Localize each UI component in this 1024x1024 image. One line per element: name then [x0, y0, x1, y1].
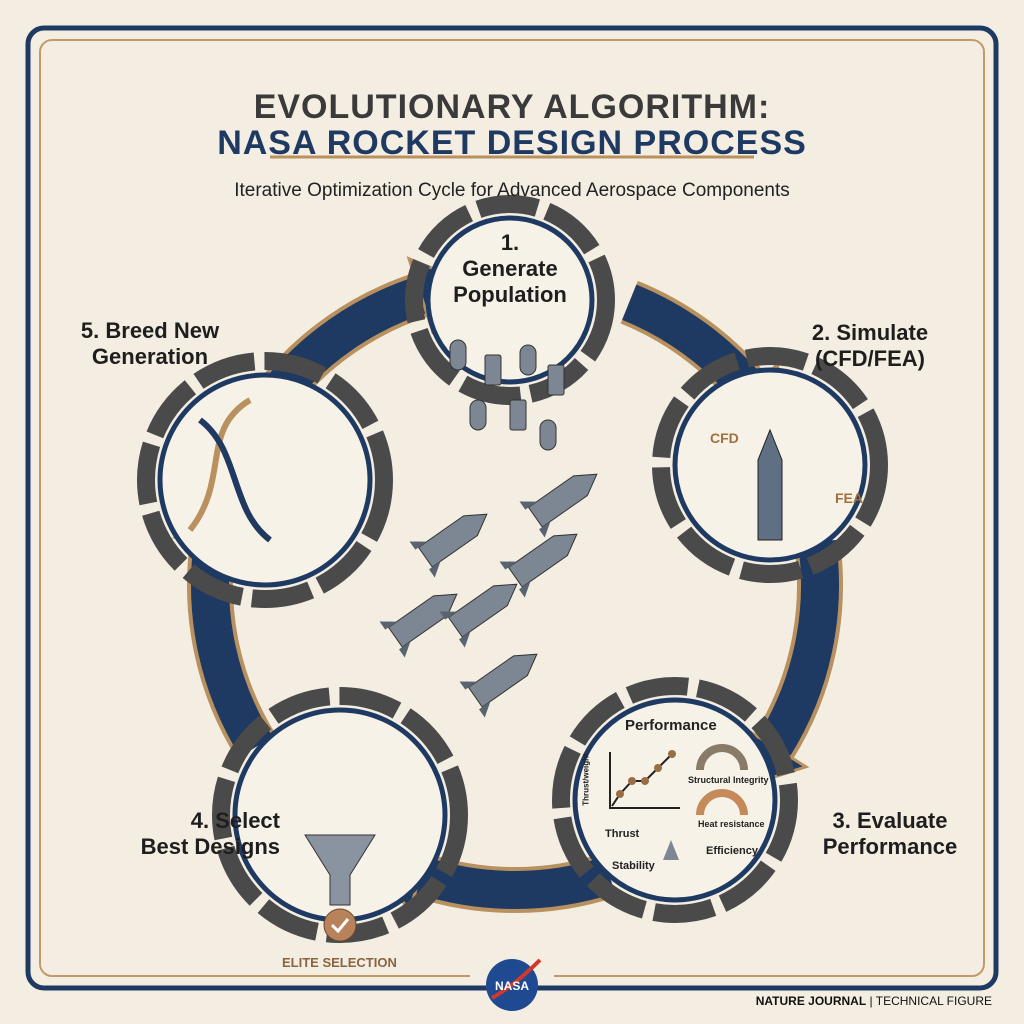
- step-2-line2: (CFD/FEA): [815, 346, 925, 371]
- node-illustrations: [187, 339, 783, 942]
- rocket-part-icon: [509, 399, 527, 431]
- rocket-icon: [439, 583, 518, 648]
- rocket-icon: [459, 653, 538, 718]
- step-1-label: 1. Generate Population: [430, 230, 590, 308]
- footer-journal: NATURE JOURNAL: [755, 994, 867, 1008]
- rocket-icon: [409, 513, 488, 578]
- subtitle: Iterative Optimization Cycle for Advance…: [234, 180, 790, 201]
- step-node-4: [212, 687, 468, 943]
- step-1-number: 1.: [500, 230, 520, 255]
- step-1-line2: Generate: [462, 256, 558, 281]
- cycle-nodes: [137, 195, 888, 943]
- gauge-heat-icon: [696, 789, 748, 816]
- step-3-label: 3. Evaluate Performance: [800, 808, 980, 860]
- performance-heading: Performance: [625, 717, 717, 734]
- rocket-part-icon: [484, 354, 502, 386]
- chart-axis-label: Thrust/weight: [581, 753, 591, 806]
- step-4-label: 4. Select Best Designs: [50, 808, 280, 860]
- rocket-part-icon: [469, 399, 487, 431]
- gauge-structural-icon: [696, 744, 748, 771]
- step-5-line2: Generation: [91, 344, 209, 369]
- stability-label: Stability: [612, 860, 655, 872]
- badge-icon: [323, 908, 357, 942]
- rocket-icon: [499, 533, 578, 598]
- step-4-line1: 4. Select: [190, 808, 280, 833]
- step-5-line1: 5. Breed New: [80, 318, 220, 343]
- nasa-logo: NASA: [470, 958, 554, 1011]
- step-2-label: 2. Simulate (CFD/FEA): [790, 320, 950, 372]
- step-1-line3: Population: [453, 282, 567, 307]
- funnel-icon: [304, 834, 376, 906]
- thrust-label: Thrust: [605, 828, 640, 840]
- footer-type: TECHNICAL FIGURE: [875, 994, 992, 1008]
- efficiency-label: Efficiency: [706, 845, 758, 857]
- gauge-heat-label: Heat resistance: [698, 819, 765, 829]
- fea-label: FEA: [835, 490, 863, 506]
- step-3-line1: 3. Evaluate: [832, 808, 948, 833]
- rocket-part-icon: [539, 419, 557, 451]
- rocket-icon: [519, 473, 598, 538]
- rocket-icon: [663, 840, 679, 860]
- step-2-line1: 2. Simulate: [811, 320, 929, 345]
- svg-text:NASA: NASA: [495, 979, 529, 993]
- gauge-structural-label: Structural Integrity: [688, 775, 769, 785]
- step-3-line2: Performance: [822, 834, 958, 859]
- elite-selection-label: ELITE SELECTION: [282, 955, 397, 970]
- rocket-part-icon: [449, 339, 467, 371]
- step-5-label: 5. Breed New Generation: [60, 318, 240, 370]
- footer-separator: |: [866, 994, 876, 1008]
- step-4-line2: Best Designs: [140, 834, 280, 859]
- title-line-2: NASA ROCKET DESIGN PROCESS: [217, 124, 807, 162]
- rocket-part-icon: [519, 344, 537, 376]
- center-rockets: [379, 473, 598, 718]
- step-node-1: [405, 195, 615, 405]
- title-line-1: EVOLUTIONARY ALGORITHM:: [253, 88, 771, 126]
- rocket-part-icon: [547, 364, 565, 396]
- performance-chart: [609, 744, 748, 860]
- footer-credit: NATURE JOURNAL | TECHNICAL FIGURE: [756, 994, 992, 1008]
- cfd-label: CFD: [710, 430, 739, 446]
- rocket-simulation-icon: [757, 428, 783, 541]
- step-node-5: [137, 352, 393, 608]
